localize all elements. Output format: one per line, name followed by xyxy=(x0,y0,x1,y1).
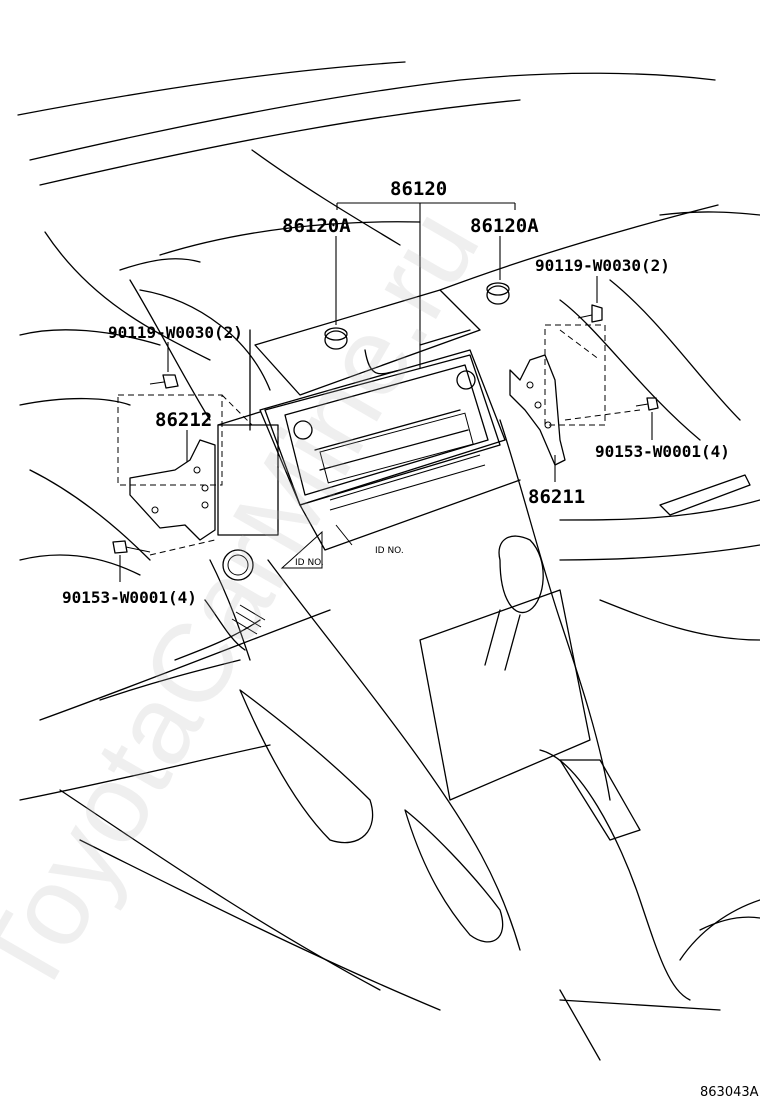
bracket-86211 xyxy=(509,324,641,466)
label-90153-left: 90153-W0001(4) xyxy=(62,588,197,607)
label-90119-left: 90119-W0030(2) xyxy=(108,323,243,342)
left-dashboard-panel xyxy=(19,279,271,576)
round-outlet xyxy=(204,549,266,651)
knob-left xyxy=(324,327,348,350)
label-id-no-left: ID NO. xyxy=(295,558,324,568)
screw-90153-left xyxy=(112,540,151,554)
illustration-number: 863043A xyxy=(700,1085,759,1100)
label-id-no-right: ID NO. xyxy=(375,546,404,556)
shift-lever xyxy=(484,535,544,671)
label-86120: 86120 xyxy=(390,178,447,200)
bolt-90119-right xyxy=(577,304,603,323)
label-86120A-right: 86120A xyxy=(470,215,539,237)
bolt-90119-left xyxy=(149,374,179,389)
label-86212: 86212 xyxy=(155,409,212,431)
label-90153-right: 90153-W0001(4) xyxy=(595,442,730,461)
radio-receiver xyxy=(217,329,501,536)
knob-right xyxy=(486,282,510,305)
screw-90153-right xyxy=(635,397,659,411)
label-90119-right: 90119-W0030(2) xyxy=(535,256,670,275)
label-86120A-left: 86120A xyxy=(282,215,351,237)
label-86211: 86211 xyxy=(528,486,585,508)
bracket-86212 xyxy=(117,394,253,556)
center-console xyxy=(19,279,760,1061)
leader-lines xyxy=(119,202,653,582)
dashboard-outline xyxy=(17,61,760,361)
